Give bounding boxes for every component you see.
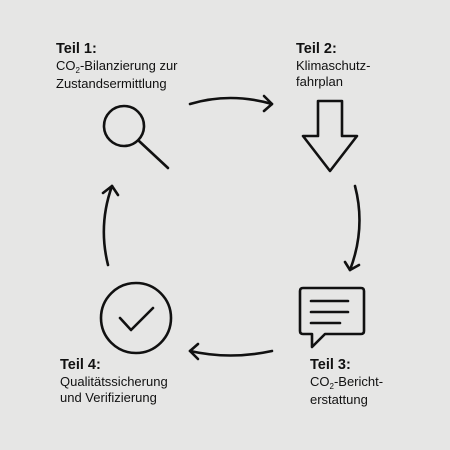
step-3-title: Teil 3: xyxy=(310,357,351,373)
step-1-line-1-pre: CO xyxy=(56,58,76,73)
arrow-step1-to-step2 xyxy=(188,94,274,113)
step-3-line-2: erstattung xyxy=(310,392,368,407)
step-1-line-1-post: -Bilanzierung zur xyxy=(79,58,178,73)
step-3-line-1-pre: CO xyxy=(310,374,330,389)
arrow-step4-to-step1 xyxy=(101,184,120,267)
speech-bubble-icon xyxy=(298,286,366,349)
step-2-line-2: fahrplan xyxy=(296,74,343,89)
step-2-title: Teil 2: xyxy=(296,41,337,57)
down-arrow-icon xyxy=(301,99,359,173)
step-1-title: Teil 1: xyxy=(56,41,97,57)
magnifier-icon xyxy=(102,104,170,170)
step-4-line-1: Qualitätssicherung xyxy=(60,374,168,389)
step-1-line-2: Zustandsermittlung xyxy=(56,76,167,91)
checkmark-circle-icon xyxy=(99,281,173,355)
step-3-label: Teil 3: CO2-Bericht- erstattung xyxy=(310,357,383,408)
step-4-title: Teil 4: xyxy=(60,357,101,373)
step-3-line-1-subscript: 2 xyxy=(329,382,334,391)
step-4-label: Teil 4: Qualitätssicherung und Verifizie… xyxy=(60,357,168,406)
step-3-line-1-post: -Bericht- xyxy=(333,374,384,389)
step-3-line-1: CO2-Bericht- xyxy=(310,374,383,392)
step-1-line-1: CO2-Bilanzierung zur xyxy=(56,58,178,76)
step-1-label: Teil 1: CO2-Bilanzierung zur Zustandserm… xyxy=(56,41,178,92)
step-2-label: Teil 2: Klimaschutz- fahrplan xyxy=(296,41,370,90)
step-1-line-1-subscript: 2 xyxy=(75,66,80,75)
step-2-line-1: Klimaschutz- xyxy=(296,58,371,73)
arrow-step2-to-step3 xyxy=(343,184,361,272)
arrow-step3-to-step4 xyxy=(188,342,274,361)
step-4-line-2: und Verifizierung xyxy=(60,390,157,405)
